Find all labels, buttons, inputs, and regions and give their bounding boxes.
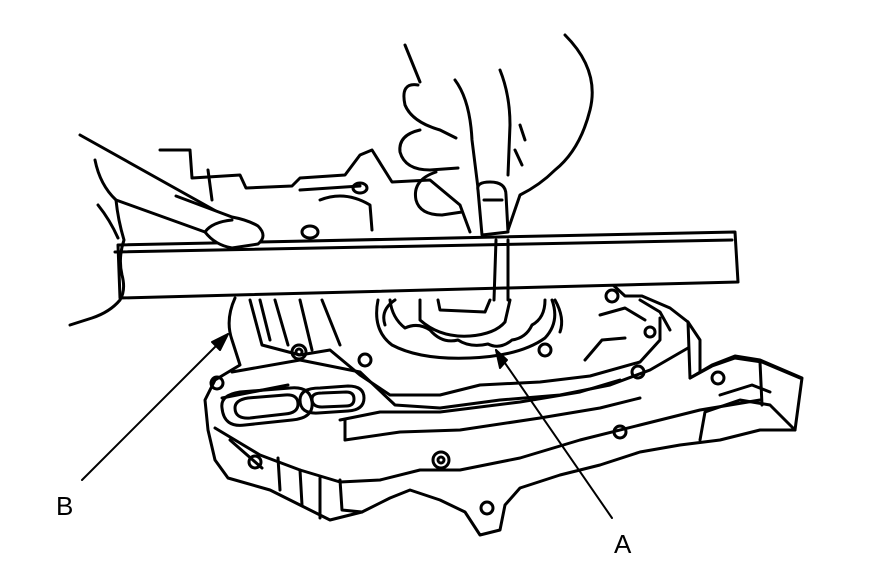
leader-line-b [81,333,229,481]
leader-line-a [495,349,613,519]
callout-label-a: A [614,529,632,559]
inner-rotor [375,298,564,360]
callout-label-b: B [56,491,74,521]
right-hand [398,33,594,302]
left-hand [68,133,265,327]
pump-housing [158,148,804,537]
straight-edge [113,230,740,300]
